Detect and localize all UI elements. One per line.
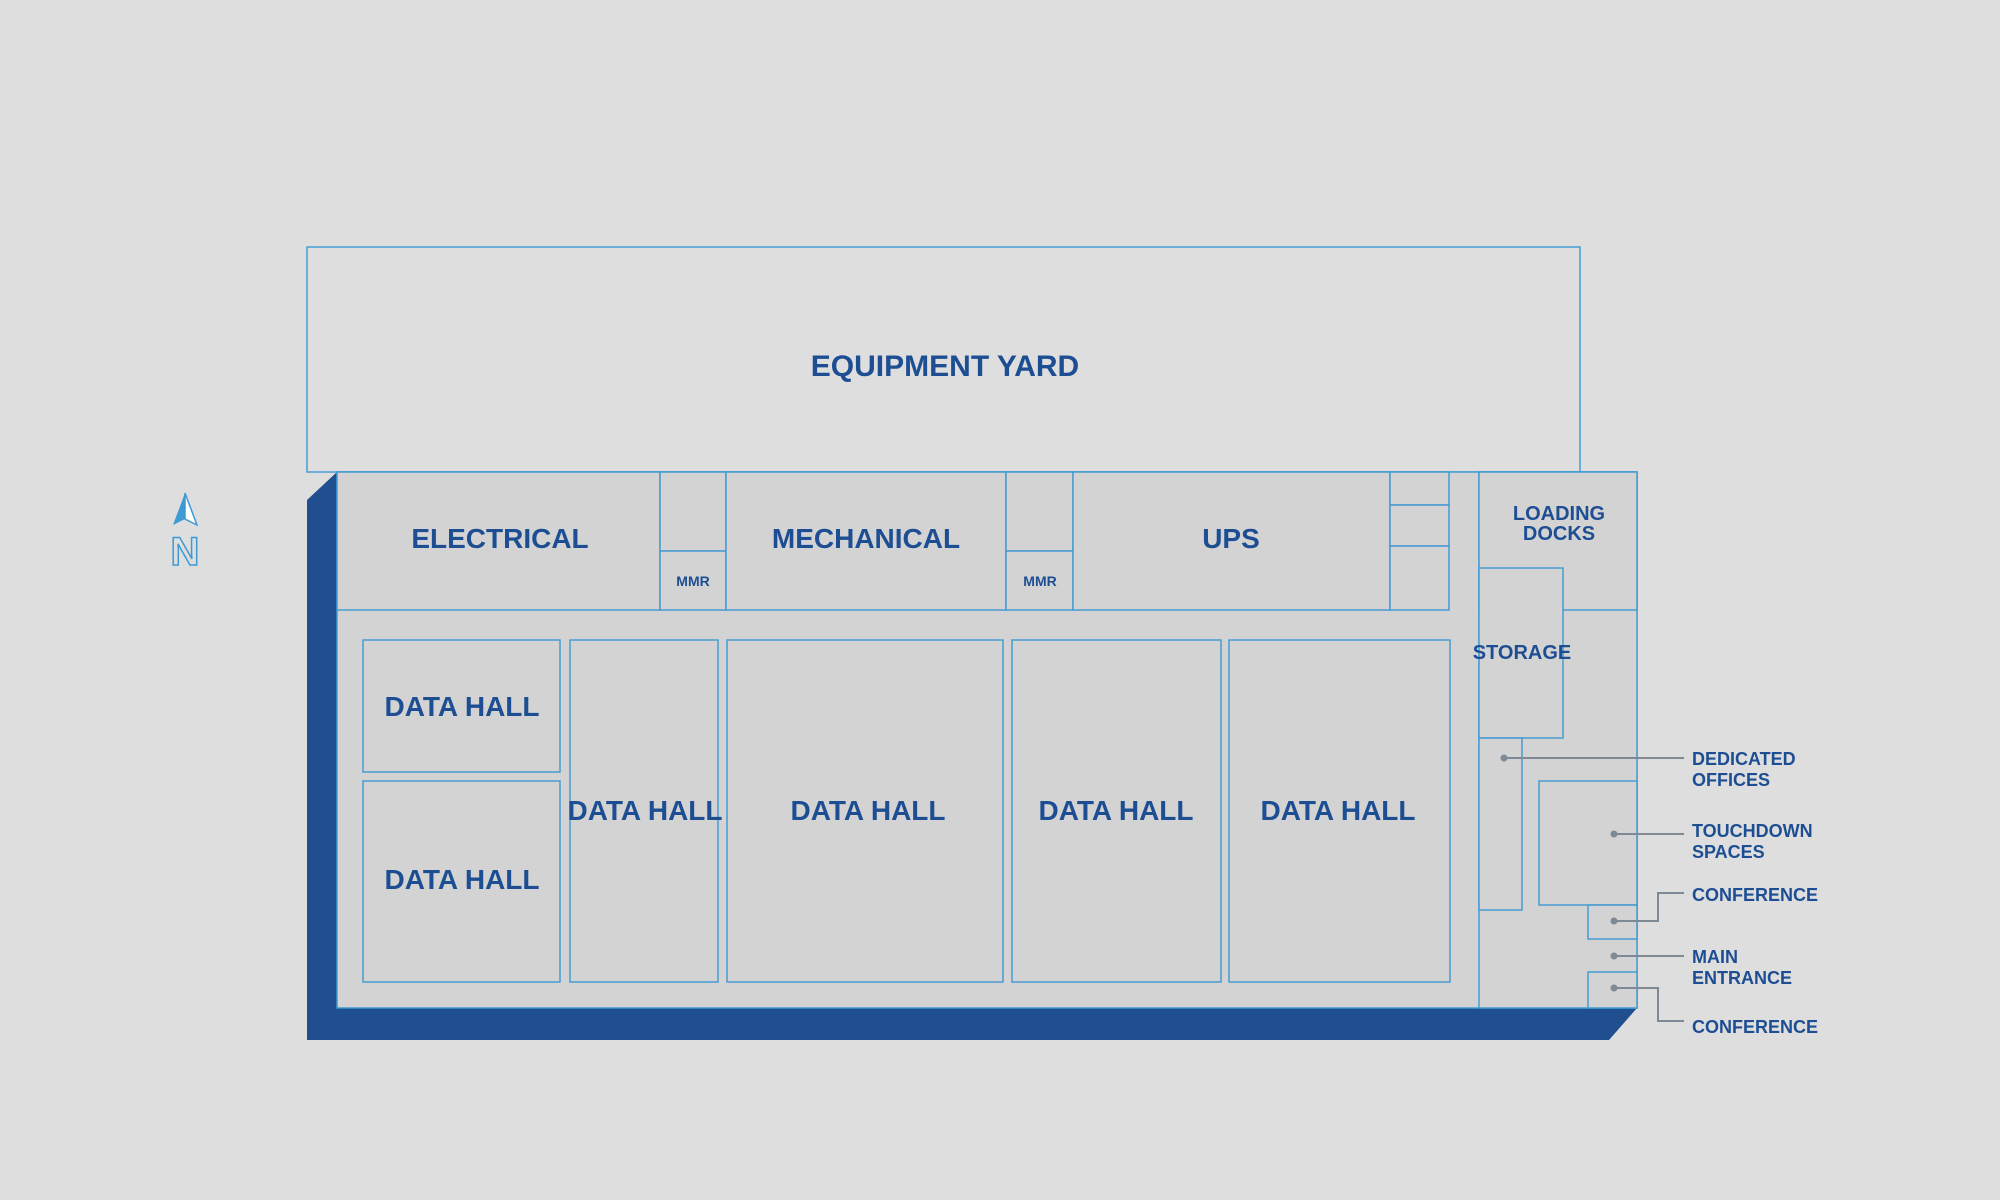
data-hall-2-label: DATA HALL — [385, 864, 540, 895]
ups-room — [1072, 471, 1391, 611]
ups-label: UPS — [1202, 523, 1260, 554]
dedicated-offices-callout-line2: OFFICES — [1692, 770, 1770, 790]
touchdown-spaces-callout-line1: TOUCHDOWN — [1692, 821, 1813, 841]
data-hall-6 — [1228, 639, 1451, 983]
north-letter: N — [171, 530, 200, 574]
conference-1-callout: CONFERENCE — [1692, 885, 1818, 905]
data-hall-6-label: DATA HALL — [1261, 795, 1416, 826]
dedicated-offices-callout-line1: DEDICATED — [1692, 749, 1796, 769]
equipment-yard-label: EQUIPMENT YARD — [811, 350, 1079, 383]
mmr-room-2-upper — [1005, 471, 1074, 552]
main-entrance-callout-line1: MAIN — [1692, 947, 1738, 967]
electrical-room — [336, 471, 661, 611]
mmr-room-2 — [1005, 550, 1074, 611]
mechanical-label: MECHANICAL — [772, 523, 960, 554]
mechanical-room — [725, 471, 1007, 611]
mmr-room-1-upper — [659, 471, 727, 552]
data-hall-3 — [569, 639, 719, 983]
north-arrow-icon — [173, 492, 199, 527]
data-hall-2 — [362, 780, 561, 983]
mmr-2-label: MMR — [1023, 573, 1056, 589]
main-entrance-callout-line2: ENTRANCE — [1692, 968, 1792, 988]
data-hall-5 — [1011, 639, 1222, 983]
data-hall-4 — [726, 639, 1004, 983]
data-hall-1-label: DATA HALL — [385, 691, 540, 722]
touchdown-spaces-callout-line2: SPACES — [1692, 842, 1765, 862]
touchdown-spaces-room — [1538, 780, 1638, 906]
conference-2-callout: CONFERENCE — [1692, 1017, 1818, 1037]
small-room-c — [1389, 545, 1450, 611]
conference-1-leader — [1614, 892, 1684, 922]
small-room-a — [1389, 471, 1450, 506]
data-hall-5-label: DATA HALL — [1039, 795, 1194, 826]
storage-room — [1478, 567, 1564, 739]
storage-label: STORAGE — [1473, 642, 1572, 664]
mmr-1-label: MMR — [676, 573, 709, 589]
data-hall-4-label: DATA HALL — [791, 795, 946, 826]
data-hall-3-label: DATA HALL — [568, 795, 723, 826]
loading-docks-label-line2: DOCKS — [1523, 523, 1595, 545]
electrical-label: ELECTRICAL — [411, 523, 588, 554]
small-room-b — [1389, 504, 1450, 547]
loading-docks-label-line1: LOADING — [1513, 503, 1605, 525]
data-hall-1 — [362, 639, 561, 773]
conference-2-leader — [1614, 987, 1684, 1022]
dedicated-offices-room — [1478, 737, 1523, 911]
